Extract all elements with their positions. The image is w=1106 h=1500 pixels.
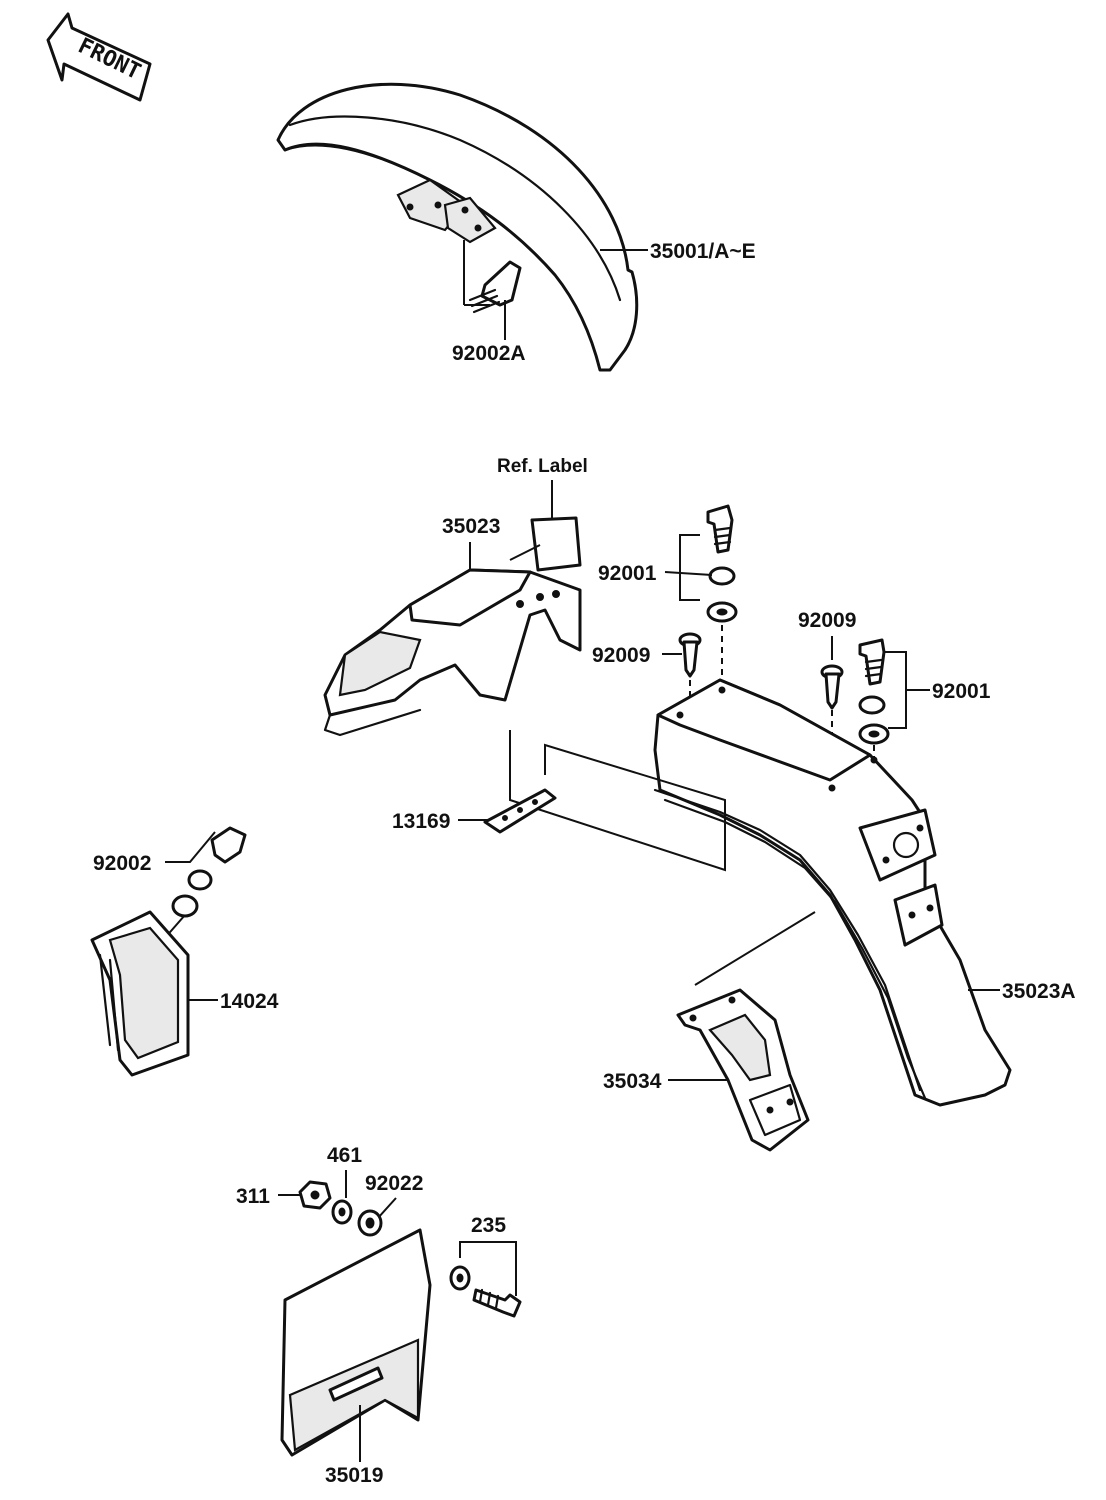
callout-92009-right: 92009 — [798, 609, 856, 632]
side-cover — [280, 1228, 432, 1462]
callout-35019: 35019 — [325, 1464, 383, 1487]
callout-92009-left: 92009 — [592, 644, 650, 667]
bolt-set-right — [858, 638, 930, 745]
lock-washer — [331, 1199, 353, 1225]
callout-13169: 13169 — [392, 810, 450, 833]
callout-35034: 35034 — [603, 1070, 662, 1093]
callout-461: 461 — [327, 1144, 362, 1167]
front-fender — [276, 82, 639, 372]
callout-35001: 35001/A~E — [650, 240, 756, 263]
callout-92001-right: 92001 — [932, 680, 991, 703]
callout-235: 235 — [471, 1214, 506, 1237]
rear-fender-rear-section — [653, 678, 1012, 1107]
callout-92022: 92022 — [365, 1172, 423, 1195]
license-bracket — [668, 911, 816, 1152]
callout-14024: 14024 — [220, 990, 279, 1013]
bolt-set-left — [664, 504, 738, 623]
mudflap-bracket — [90, 910, 218, 1077]
nut — [278, 1180, 332, 1210]
callout-311: 311 — [236, 1185, 270, 1208]
callout-92002: 92002 — [93, 852, 151, 875]
rubber-strip — [458, 730, 726, 872]
callout-92002a: 92002A — [452, 342, 526, 365]
front-fender-bolt — [468, 260, 522, 340]
callout-35023a: 35023A — [1002, 980, 1076, 1003]
screw-left — [662, 632, 702, 678]
callout-35023: 35023 — [442, 515, 500, 538]
rear-fender-front-section — [323, 544, 582, 737]
reference-label — [530, 516, 582, 572]
washer — [357, 1209, 383, 1237]
screw-set — [449, 1265, 522, 1318]
screw-right — [820, 664, 844, 710]
callout-92001-left: 92001 — [598, 562, 657, 585]
callout-ref-label: Ref. Label — [497, 456, 588, 477]
front-direction-arrow-icon: FRONT — [46, 12, 152, 102]
